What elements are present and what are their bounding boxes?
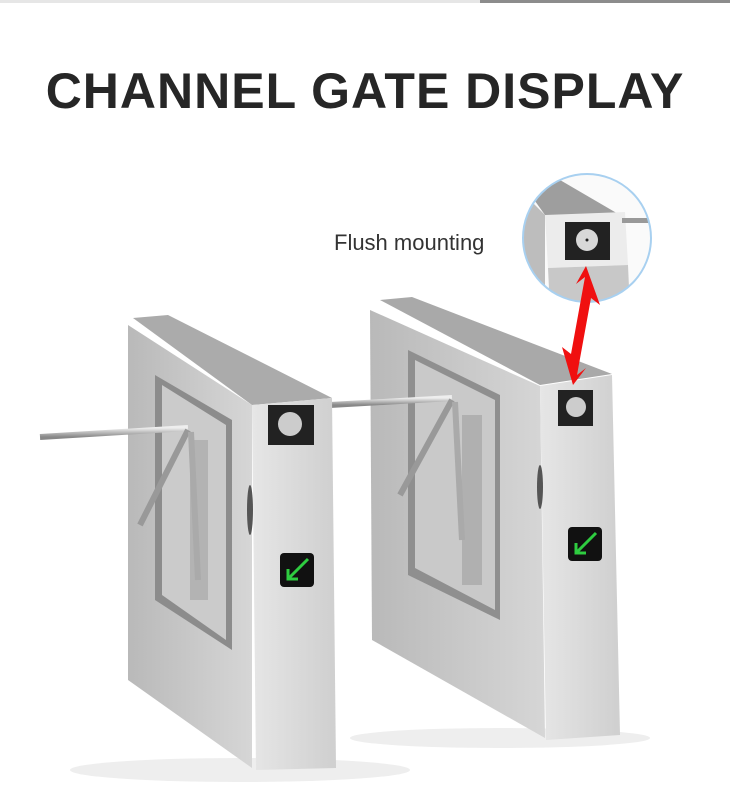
flush-mounting-label: Flush mounting	[334, 230, 485, 255]
top-border-light	[0, 0, 480, 3]
top-border-dark	[480, 0, 730, 3]
flush-mount-detail-magnifier	[522, 173, 652, 303]
page-title: CHANNEL GATE DISPLAY	[45, 63, 685, 119]
turnstile-arm	[39, 425, 189, 440]
shadow	[70, 758, 410, 782]
turnstile-gate-right	[329, 297, 620, 740]
turnstile-gate-left	[39, 315, 336, 770]
turnstile-arm	[329, 395, 453, 408]
double-arrow-icon	[562, 266, 600, 385]
